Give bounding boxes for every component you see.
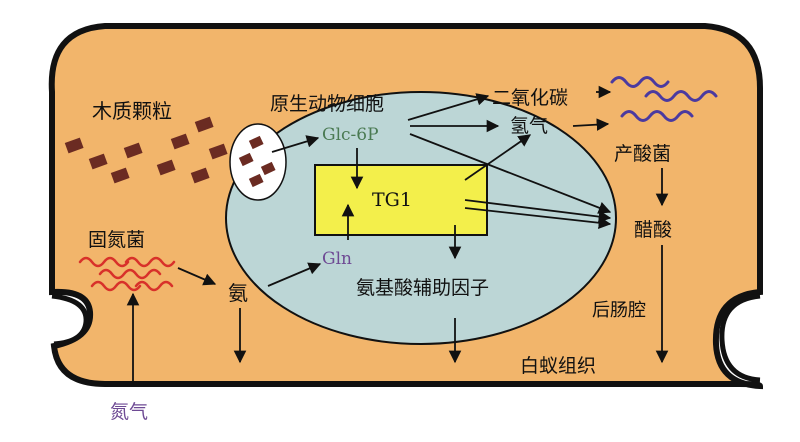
label-acid-producing-bacteria: 产酸菌: [614, 143, 671, 165]
acid-producing-bacteria: [610, 76, 718, 122]
label-hydrogen: 氢气: [510, 115, 548, 137]
label-wood-particles: 木质颗粒: [92, 99, 172, 123]
wood-particles: [64, 116, 228, 184]
label-glc6p: Glc-6P: [322, 125, 379, 145]
nitrogen-fixing-bacteria: [78, 256, 176, 292]
label-hindgut-lumen: 后肠腔: [592, 300, 646, 321]
label-nitrogen-gas: 氮气: [110, 401, 148, 423]
tg1-box: [314, 164, 488, 236]
label-carbon-dioxide: 二氧化碳: [492, 87, 568, 109]
label-protozoa-cell: 原生动物细胞: [270, 93, 384, 115]
vacuole-particles: [238, 135, 276, 188]
flow-arrows: [126, 85, 669, 385]
label-tg1: TG1: [372, 189, 412, 211]
label-acetate: 醋酸: [634, 219, 672, 241]
frame-notch-right: [719, 293, 761, 383]
label-gln: Gln: [322, 249, 352, 269]
frame-notch-left: [51, 293, 89, 347]
food-vacuole: [229, 123, 287, 201]
label-termite-tissue: 白蚁组织: [520, 355, 596, 377]
label-ammonia: 氨: [228, 281, 248, 305]
label-nitrogen-fixing-bacteria: 固氮菌: [88, 229, 145, 251]
label-amino-acids-cofactors: 氨基酸辅助因子: [356, 277, 489, 299]
